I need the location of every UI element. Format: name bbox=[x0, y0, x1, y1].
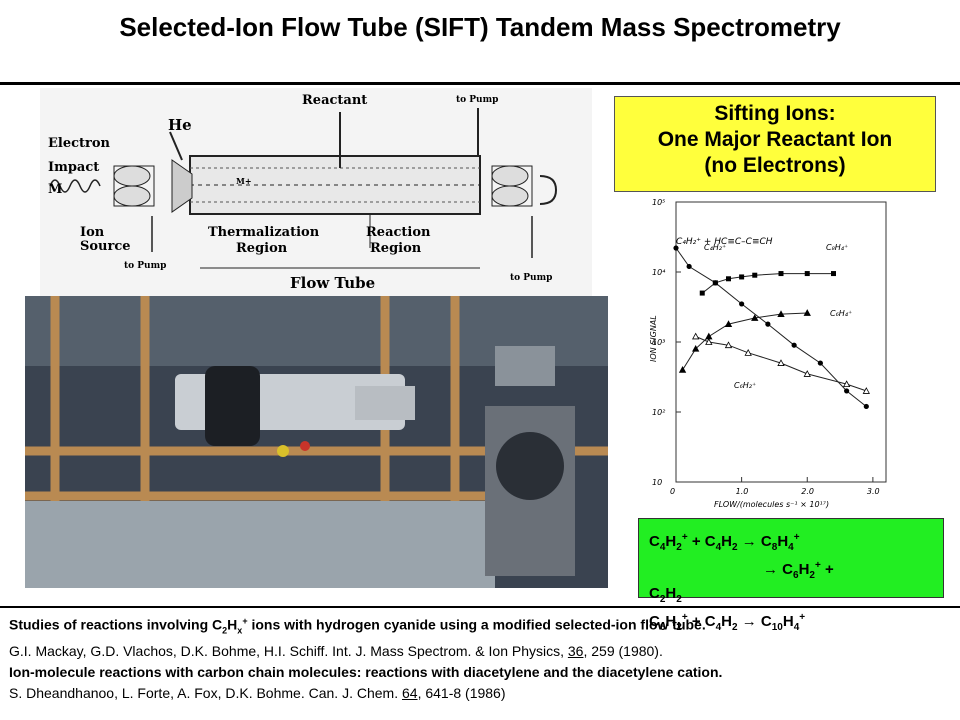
data-point bbox=[778, 271, 784, 277]
data-point bbox=[692, 344, 700, 352]
m-plus-label: M+ bbox=[236, 176, 252, 186]
reference-citation-1: G.I. Mackay, G.D. Vlachos, D.K. Bohme, H… bbox=[9, 643, 663, 660]
data-point bbox=[752, 272, 758, 278]
y-tick-label: 10⁵ bbox=[652, 198, 665, 207]
reaction-region-label: Region bbox=[370, 241, 422, 256]
data-point bbox=[804, 271, 810, 277]
data-point bbox=[831, 271, 836, 277]
data-point bbox=[739, 301, 745, 307]
reference-title-1: Studies of reactions involving C2Hx+ ion… bbox=[9, 616, 706, 636]
bottom-divider bbox=[0, 606, 960, 608]
data-point bbox=[712, 280, 718, 286]
apparatus-photo-drawing bbox=[25, 296, 608, 588]
data-point bbox=[803, 309, 811, 316]
reaction-line-1: C4H2+ + C4H2 → C8H4+ bbox=[649, 532, 800, 553]
reaction-line-4: C6H2+ + C4H2 → C10H4+ bbox=[649, 612, 806, 633]
page-title: Selected-Ion Flow Tube (SIFT) Tandem Mas… bbox=[119, 12, 841, 42]
sift-apparatus-photo bbox=[25, 296, 608, 588]
to-pump-label: to Pump bbox=[124, 261, 166, 271]
detector-quadrupole bbox=[491, 165, 558, 207]
electron-impact-label: Impact bbox=[48, 160, 100, 175]
plot-reaction-label: C₄H₂⁺ + HC≡C–C≡CH bbox=[676, 237, 773, 247]
he-inlet bbox=[169, 131, 183, 161]
sifting-line: One Major Reactant Ion bbox=[657, 128, 893, 151]
schematic-drawing: He Reactant to Pump to Pump to Pump Ion … bbox=[49, 93, 558, 292]
reaction-line-3: C2H2 bbox=[649, 585, 682, 605]
data-point bbox=[692, 332, 700, 340]
thermalization-label: Thermalization bbox=[208, 225, 320, 240]
data-point bbox=[686, 263, 692, 270]
electron-impact-label: M bbox=[48, 182, 63, 197]
y-tick-label: 10³ bbox=[652, 338, 665, 347]
ion-source-quadrupole bbox=[113, 165, 155, 207]
y-tick-label: 10² bbox=[652, 408, 666, 417]
y-tick-label: 10 bbox=[652, 478, 662, 487]
ion-source-label: Ion bbox=[80, 225, 105, 240]
data-point bbox=[777, 359, 785, 366]
thermalization-label: Region bbox=[236, 241, 288, 256]
curve-label-c6h2: C₆H₂⁺ bbox=[734, 381, 756, 390]
data-point bbox=[678, 366, 687, 373]
x-tick-label: 1.0 bbox=[736, 487, 749, 496]
curve-label-c6h4: C₆H₄⁺ bbox=[830, 309, 852, 318]
data-point bbox=[862, 387, 870, 394]
data-point bbox=[724, 341, 733, 349]
data-point bbox=[817, 360, 823, 366]
ion-source-label: Source bbox=[80, 239, 131, 254]
reaction-line-2: → C6H2+ + bbox=[763, 560, 834, 581]
x-tick-label: 0 bbox=[670, 487, 675, 496]
data-point bbox=[791, 342, 797, 348]
sifting-line: (no Electrons) bbox=[704, 154, 846, 177]
flow-tube-label: Flow Tube bbox=[290, 274, 375, 292]
data-point bbox=[739, 274, 745, 280]
data-point bbox=[765, 321, 771, 327]
x-tick-label: 3.0 bbox=[867, 487, 880, 496]
reaction-region-label: Reaction bbox=[366, 225, 431, 240]
data-point bbox=[844, 388, 850, 394]
reference-title-2: Ion-molecule reactions with carbon chain… bbox=[9, 664, 723, 681]
reaction-equations-box: C4H2+ + C4H2 → C8H4+ → C6H2+ + C2H2 C6H2… bbox=[638, 518, 944, 633]
top-divider bbox=[0, 82, 960, 85]
references: Studies of reactions involving C2Hx+ ion… bbox=[9, 611, 959, 704]
electron-impact-label: Electron bbox=[48, 136, 111, 151]
data-point bbox=[803, 370, 811, 377]
data-point bbox=[863, 403, 869, 410]
electron-impact-coil bbox=[49, 179, 101, 193]
sifting-ions-callout: Sifting Ions: One Major Reactant Ion (no… bbox=[614, 96, 936, 192]
data-point bbox=[699, 290, 705, 296]
ion-signal-chart: 0 1.0 2.0 3.0 10⁵ 10⁴ 10³ 10² 10 C₄H₂⁺ + HC≡C–C≡… bbox=[649, 198, 887, 509]
sifting-line: Sifting Ions: bbox=[714, 102, 836, 125]
curve-label-c4h2: C₄H₂⁺ bbox=[704, 243, 726, 252]
data-point bbox=[705, 332, 713, 340]
data-point bbox=[724, 320, 733, 328]
plot-xlabel: FLOW/(molecules s⁻¹ × 10¹⁷) bbox=[714, 500, 829, 509]
reactant-label: Reactant bbox=[302, 93, 367, 108]
x-tick-label: 2.0 bbox=[801, 487, 814, 496]
series-curve bbox=[675, 247, 867, 407]
data-point bbox=[842, 380, 851, 388]
series-curve bbox=[701, 273, 834, 294]
y-tick-label: 10⁴ bbox=[652, 268, 666, 277]
data-point bbox=[673, 245, 679, 251]
data-point bbox=[777, 310, 785, 318]
sift-schematic-diagram: He Reactant to Pump to Pump to Pump Ion … bbox=[40, 88, 592, 298]
series-curve bbox=[682, 312, 808, 371]
he-label: He bbox=[168, 116, 192, 134]
data-point bbox=[726, 276, 731, 282]
ion-signal-plot: 0 1.0 2.0 3.0 10⁵ 10⁴ 10³ 10² 10 C₄H₂⁺ + HC≡C–C≡… bbox=[646, 192, 906, 514]
to-pump-label: to Pump bbox=[456, 95, 498, 105]
data-point bbox=[751, 314, 759, 321]
inlet-cone bbox=[171, 159, 193, 213]
curve-label-c8h4: C₈H₄⁺ bbox=[826, 243, 848, 252]
data-point bbox=[705, 338, 713, 345]
plot-ylabel: ION SIGNAL bbox=[649, 315, 658, 362]
reference-citation-2: S. Dheandhanoo, L. Forte, A. Fox, D.K. B… bbox=[9, 685, 506, 702]
to-pump-label: to Pump bbox=[510, 273, 552, 283]
data-point bbox=[744, 349, 752, 356]
series-curve bbox=[695, 336, 867, 392]
